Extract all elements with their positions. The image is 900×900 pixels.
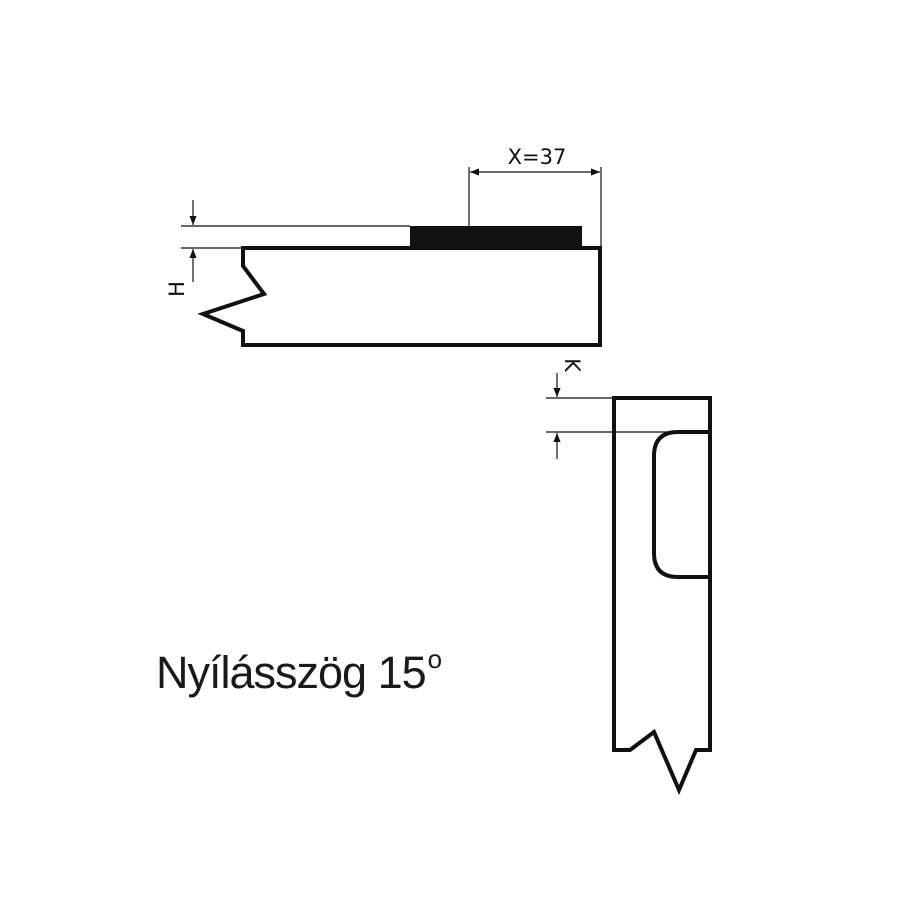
hinge-plate [410,226,582,248]
caption-text: Nyílásszög 15 [156,647,427,698]
horizontal-panel [197,246,602,347]
x-label: X=37 [508,145,567,169]
vertical-panel [612,396,712,796]
k-label: K [560,358,584,373]
mounting-recess [652,430,710,579]
h-label: H [165,281,189,297]
degree-superscript: o [427,644,443,674]
opening-angle-caption: Nyílásszög 15o [156,644,443,698]
